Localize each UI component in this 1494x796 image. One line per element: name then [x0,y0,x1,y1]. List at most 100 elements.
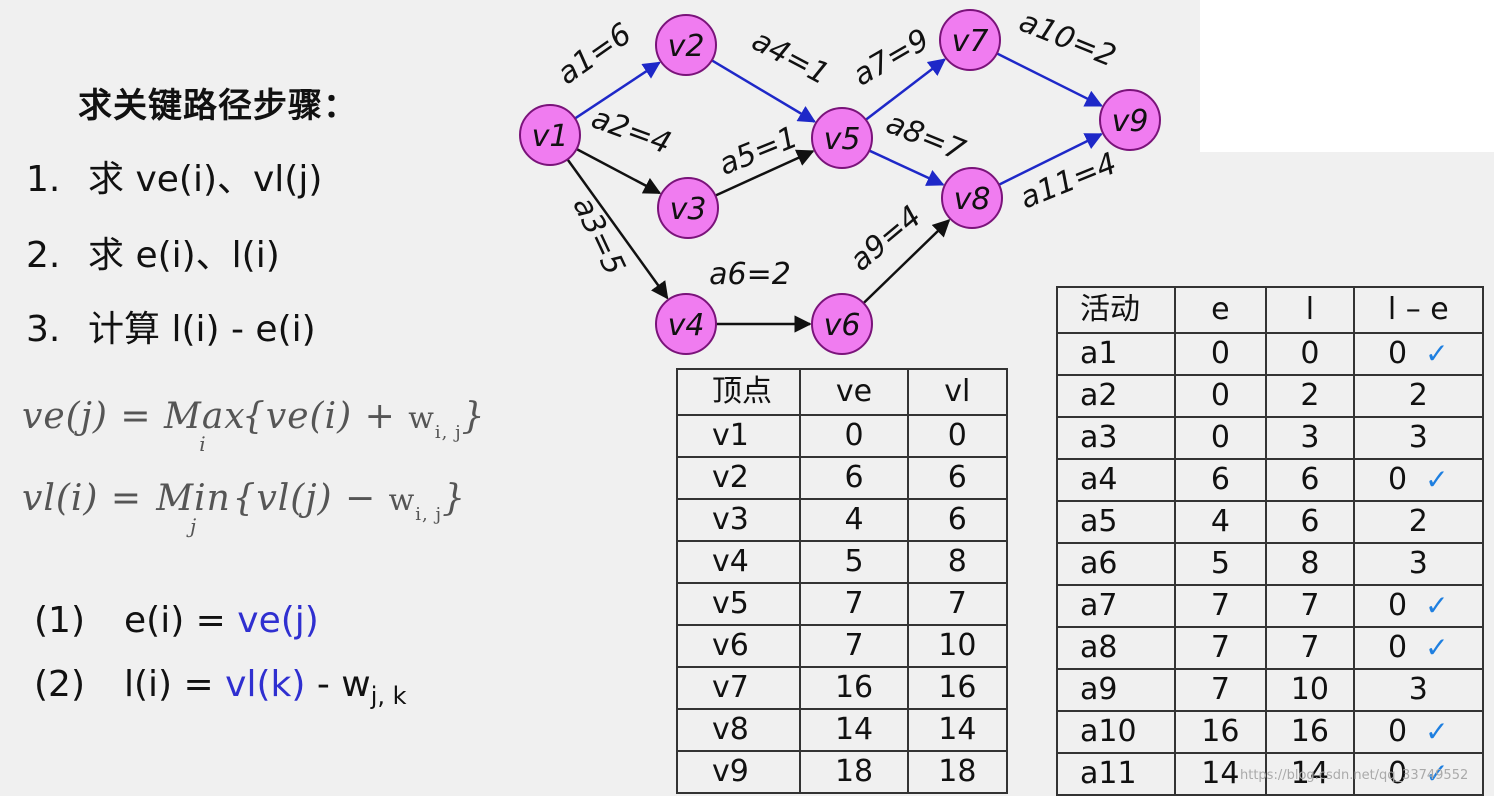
cell-value: 4 [1210,504,1230,539]
activity-cell: a2 [1056,374,1176,418]
cell-value: a3 [1080,420,1118,455]
step-2-number: 2. [26,235,61,276]
vl-cell: 6 [906,456,1009,500]
node-label: v2 [668,29,705,64]
cell-value: 2 [1300,378,1320,413]
slack-cell: 3 [1352,668,1485,712]
activity-cell: a7 [1056,584,1176,628]
ve-formula-w: w [408,401,435,436]
cell-value: 7 [1300,630,1320,665]
activity-table-header: 活动 e l l – e [1056,286,1485,334]
vl-cell: 0 [906,414,1009,458]
edge-label: a1=6 [551,16,638,92]
vl-cell: 8 [906,540,1009,584]
cell-value: 0 [1210,378,1230,413]
vertex-cell: v6 [675,624,802,668]
col-header: 顶点 [675,368,802,416]
cell-value: a4 [1080,462,1118,497]
slack-cell: 0✓ [1352,752,1485,796]
cell-value: a11 [1080,756,1137,791]
vertex-cell: v7 [675,666,802,710]
vertex-cell: v3 [675,498,802,542]
activity-cell: a1 [1056,332,1176,376]
cell-value: 14 [1290,756,1329,791]
col-header: l – e [1352,286,1485,334]
slack-cell: 0✓ [1352,626,1485,670]
cell-value: 7 [1210,588,1230,623]
l-cell: 10 [1265,668,1355,712]
node-label: v3 [670,192,707,227]
cell-value: 16 [1201,714,1240,749]
edge-label: a11=4 [1015,146,1122,216]
node-label: v9 [1112,104,1149,139]
cell-value: a7 [1080,588,1118,623]
node-label: v6 [824,308,861,343]
vl-formula-eq: = [110,478,143,519]
cell-value: 0 [1388,588,1408,623]
vl-formula-op-sub: j [189,514,198,538]
ve-cell: 16 [799,666,909,710]
step-1-number: 1. [26,159,61,200]
slack-cell: 3 [1352,416,1485,460]
step-2: 2.求 e(i)、l(i) [26,226,280,278]
cell-value: 2 [1408,378,1428,413]
e-cell: 0 [1173,416,1268,460]
check-icon: ✓ [1425,631,1449,664]
node-v7: v7 [939,9,1001,71]
l-cell: 14 [1265,752,1355,796]
vl-formula-close: } [442,478,466,519]
cell-value: a10 [1080,714,1137,749]
e-cell: 0 [1173,374,1268,418]
cell-value: 7 [1210,630,1230,665]
step-3-number: 3. [26,309,61,350]
e-cell: 14 [1173,752,1268,796]
node-label: v8 [954,182,991,217]
cell-value: 10 [1290,672,1329,707]
edge-label: a9=4 [843,199,928,278]
rule-2: (2)l(i) = vl(k) - wj, k [34,664,407,710]
vl-formula-body: {vl(j) − [232,478,389,519]
col-header: l [1265,286,1355,334]
vl-cell: 14 [906,708,1009,752]
vertex-cell: v1 [675,414,802,458]
cell-value: a1 [1080,336,1118,371]
node-circle [1099,89,1161,151]
node-label: v5 [824,122,861,157]
e-cell: 16 [1173,710,1268,754]
rule-1: (1)e(i) = ve(j) [34,600,319,641]
node-circle [941,167,1003,229]
cell-value: 0 [1210,336,1230,371]
cell-value: 0 [1388,714,1408,749]
col-header: ve [799,368,909,416]
ve-cell: 5 [799,540,909,584]
ve-cell: 0 [799,414,909,458]
e-cell: 6 [1173,458,1268,502]
activity-cell: a10 [1056,710,1176,754]
vl-cell: 6 [906,498,1009,542]
node-label: v1 [532,119,569,154]
activity-row: a8 7 7 0✓ [1056,626,1485,670]
cell-value: a6 [1080,546,1118,581]
node-circle [519,104,581,166]
activity-cell: a8 [1056,626,1176,670]
node-v8: v8 [941,167,1003,229]
vl-formula-w: w [388,483,416,518]
node-v6: v6 [811,293,873,355]
edge-v2-v5 [711,59,817,123]
node-label: v7 [952,24,989,59]
e-cell: 7 [1173,584,1268,628]
ve-cell: 18 [799,750,909,794]
ve-cell: 7 [799,582,909,626]
vertex-cell: v4 [675,540,802,584]
cell-value: 14 [1201,756,1240,791]
ve-formula-w-sub: i, j [434,422,462,443]
edge-label: a7=9 [847,22,935,93]
cell-value: 6 [1300,504,1320,539]
cell-value: 16 [1290,714,1329,749]
